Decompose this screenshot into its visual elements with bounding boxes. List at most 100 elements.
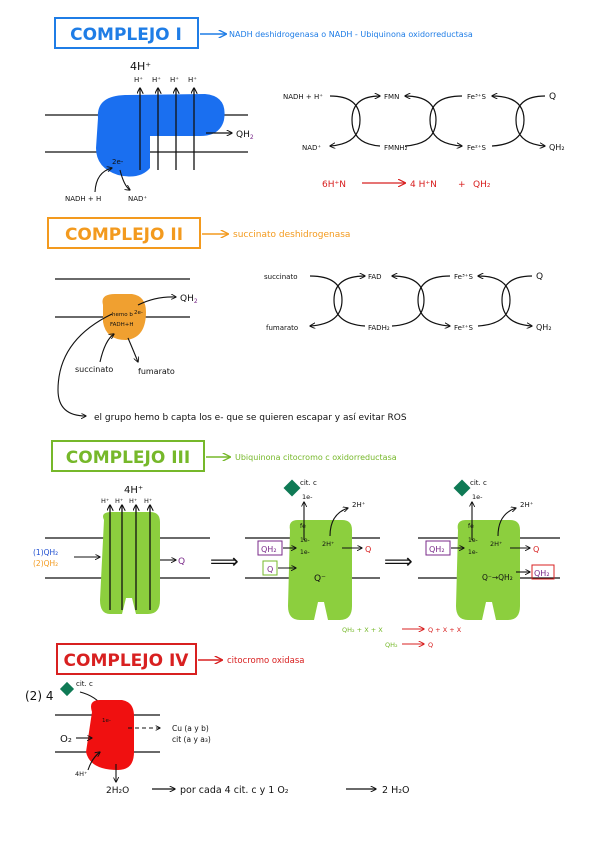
c1-nad-arrow [119,169,130,190]
c1-nadh-label: NADH + H [65,195,101,203]
c4-proton-arrow [87,752,100,771]
c3c-qh2: QH₂ [429,545,445,554]
c2-cycle-succinato: succinato [264,273,297,281]
c3-protons-total: 4H⁺ [124,485,143,496]
c1-proton-2: H⁺ [152,76,161,84]
c3c-qh2-box [425,540,451,556]
c2-two-e: 2e- [134,310,143,316]
c1-qh2: QH2 [236,130,254,141]
c2-qh2: QH2 [180,294,198,305]
c2-hemo-b: hemo b [112,312,133,318]
complex-4-title: COMPLEJO IV [64,651,190,671]
complex-4-title-box [56,643,197,675]
c4-cu: Cu (a y b) [172,724,209,733]
c3c-1e-b: 1e- [468,549,478,556]
c2-fumarato-arrow [127,337,138,362]
c1-cycle-fe3s: Fe³⁺S [467,93,486,101]
c3-proton-2: H⁺ [115,497,123,505]
c3c-q-minus-qh2: Q⁻→QH₂ [482,573,513,582]
c2-succinato-arrow [99,334,114,363]
c2-cycle-fe2s: Fe²⁺S [454,324,473,332]
c1-proton-4: H⁺ [188,76,197,84]
c4-o2: O₂ [60,734,72,745]
c2-cycle-fadh2: FADH₂ [368,324,390,332]
c2-note: el grupo hemo b capta los e- que se quie… [94,413,407,423]
c1-cycle-qh2: QH₂ [549,143,565,152]
c3b-2h-out: 2H⁺ [352,501,366,509]
c3b-q-in: Q [267,565,273,574]
c3-balance-left-2: QH₂ [385,641,398,649]
c4-result: 2 H₂O [382,785,410,796]
c4-cytc-icon [59,681,75,697]
c3c-2h-inner: 2H⁺ [490,540,502,548]
c3-step-arrow-2: ⟹ [384,549,413,573]
c3b-1e: 1e- [302,493,313,501]
c3b-2h-arrow [329,508,348,537]
complex-1-protein [96,94,225,177]
c3c-1e: 1e- [472,493,483,501]
c4-4h: 4H⁺ [75,770,87,778]
c1-cycle-q: Q [549,92,556,102]
c3-step-arrow-1: ⟹ [210,549,239,573]
complex-3-title: COMPLEJO III [66,448,190,468]
c2-fadh: FADH+H [110,322,134,328]
c1-proton-channels [140,88,194,170]
c2-succinato: succinato [75,365,113,374]
c3-balance-left: QH₂ + X + X [342,626,383,634]
c1-nad-label: NAD⁺ [128,195,147,203]
c3c-fe: fe [468,523,474,530]
c3b-protein [288,520,352,620]
c3b-cytc-icon [283,479,301,497]
c3c-q-out: Q [533,545,539,554]
c4-equation: por cada 4 cit. c y 1 O₂ [180,785,289,796]
c3b-1e-b: 1e- [300,549,310,556]
c3b-fe: fe [300,523,306,530]
complex-1-title: COMPLEJO I [70,25,182,45]
c3b-q-out: Q [365,545,371,554]
c3b-2h-inner: 2H⁺ [322,540,334,548]
c4-cit: cit (a y a₃) [172,735,211,744]
c3c-qh2-out-box [531,564,555,580]
c3-proton-1: H⁺ [101,497,109,505]
c1-cycle-nadh: NADH + H⁺ [283,93,323,101]
c2-fumarato: fumarato [138,367,175,376]
complex-1-subtitle: NADH deshidrogenasa o NADH - Ubiquinona … [229,30,473,39]
c1-eq-r1: 4 H⁺N [410,180,437,190]
c3-output-q: Q [178,557,185,567]
complex-2-title-box [47,217,201,249]
c3b-q-box [262,560,278,576]
c3-balance-right-2: Q [428,641,433,649]
c3b-qh2: QH₂ [261,545,277,554]
c1-cycle-fmn: FMN [384,93,399,101]
c2-cycle-q: Q [536,272,543,282]
complex-4-section: COMPLEJO IV citocromo oxidasa (2) 4 cit.… [25,643,410,796]
c3-proton-4: H⁺ [144,497,152,505]
c3c-protein [456,520,520,620]
c2-cycle-fad: FAD [368,273,382,281]
c4-multiplier: (2) 4 [25,689,53,703]
c2-hemo-note-arrow [57,313,113,416]
complex-3-section: COMPLEJO III Ubiquinona citocromo c oxid… [33,440,560,649]
c3c-2h-arrow [497,508,516,537]
c1-cycle-fmnh2: FMNH₂ [384,144,408,152]
c2-redox-cycle [310,276,532,326]
c1-cycle-fe2s: Fe²⁺S [467,144,486,152]
complex-1-title-box [54,17,199,49]
c3b-cytc: cit. c [300,479,317,487]
c3b-q-minus: Q⁻ [314,574,326,584]
complex-2-subtitle: succinato deshidrogenasa [233,230,350,240]
complex-2-title: COMPLEJO II [65,225,183,245]
c3-input-1: (1)QH₂ [33,548,58,557]
c1-two-electrons: 2e- [112,158,124,166]
c1-protons-total: 4H⁺ [130,60,151,73]
complex-2-protein [102,294,146,340]
c1-eq-r2: QH₂ [473,180,491,190]
c2-cycle-qh2: QH₂ [536,323,552,332]
c4-cytc: cit. c [76,680,93,688]
c3-proton-3: H⁺ [129,497,137,505]
complex-3-title-box [51,440,205,472]
c3-input-2: (2)QH₂ [33,559,58,568]
complex-1-section: COMPLEJO I NADH deshidrogenasa o NADH - … [45,17,565,203]
